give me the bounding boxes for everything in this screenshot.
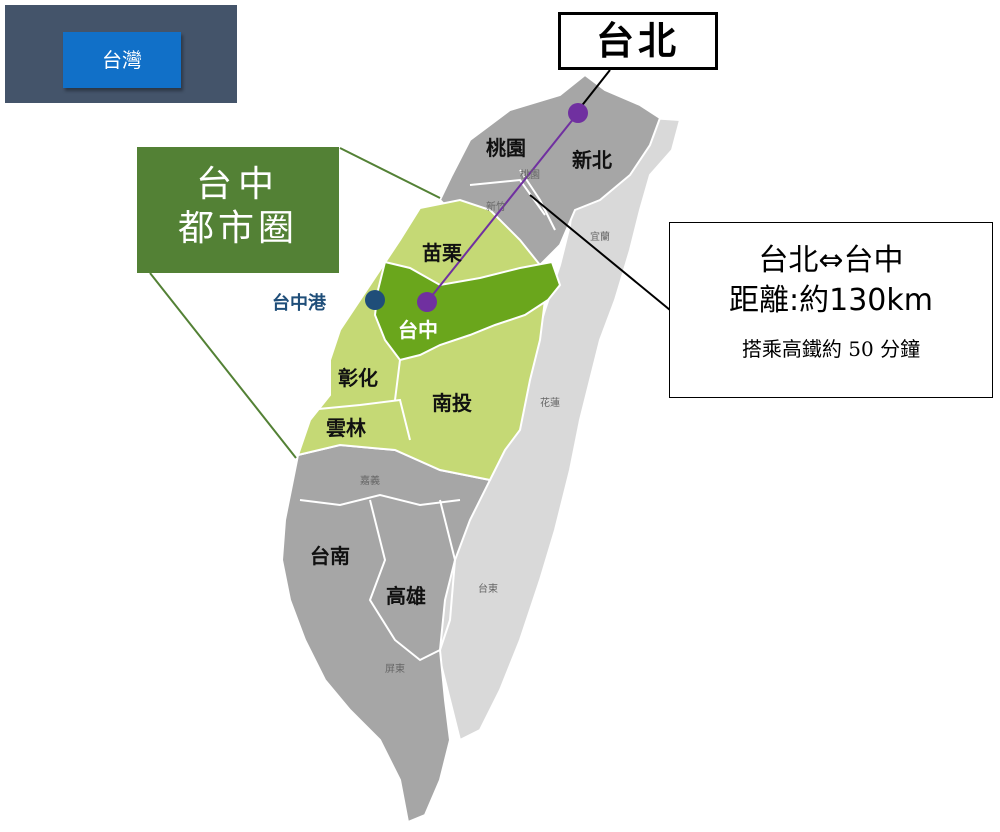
port-marker — [365, 290, 385, 310]
taichung-marker — [417, 292, 437, 312]
county-border — [299, 493, 461, 507]
taipei-marker — [568, 103, 588, 123]
small-label-yilan: 宜蘭 — [590, 232, 610, 243]
region-label-taoyuan: 桃園 — [486, 136, 526, 160]
county-border — [368, 499, 441, 662]
taichung-area-line1: 台中 — [195, 164, 280, 205]
taichung-region — [373, 260, 562, 362]
region-label-miaoli: 苗栗 — [422, 241, 462, 265]
distance-title: 台北⇔台中 — [758, 243, 904, 278]
region-label-tainan: 台南 — [310, 544, 350, 568]
county-border — [307, 398, 411, 441]
route-line — [426, 112, 579, 303]
taipei-callout: 台北 — [558, 12, 718, 70]
callout-leader — [339, 147, 441, 199]
callout-leader — [579, 69, 611, 109]
small-label-pingtung: 屏東 — [385, 664, 405, 675]
callout-leader — [529, 194, 671, 311]
port-label: 台中港 — [272, 293, 326, 314]
taiwan-button[interactable]: 台灣 — [63, 32, 181, 88]
small-label-chiayi: 嘉義 — [360, 476, 380, 487]
travel-time: 搭乘高鐵約 50 分鐘 — [741, 337, 921, 361]
small-label-hualien: 花蓮 — [540, 398, 560, 409]
taichung-area-callout: 台中 都市圈 — [137, 147, 339, 273]
distance-info-box: 台北⇔台中 距離:約130km 搭乘高鐵約 50 分鐘 — [669, 222, 993, 398]
region-label-nantou: 南投 — [432, 391, 472, 415]
region-label-changhua: 彰化 — [338, 366, 378, 390]
distance-value: 距離:約130km — [729, 283, 933, 318]
county-border — [469, 178, 546, 216]
region-label-new-taipei: 新北 — [572, 148, 612, 172]
county-border — [519, 169, 556, 231]
top-banner: 台灣 — [5, 5, 237, 103]
region-label-kaohsiung: 高雄 — [386, 584, 426, 608]
taichung-area-line2: 都市圈 — [177, 208, 298, 249]
region-label-yunlin: 雲林 — [326, 416, 366, 440]
county-border — [439, 499, 457, 651]
county-border — [394, 359, 401, 401]
small-label-hsinchu: 新竹 — [486, 202, 506, 213]
small-label-taitung: 台東 — [478, 584, 498, 595]
region-label-taichung: 台中 — [398, 318, 438, 342]
callout-leader — [149, 272, 297, 459]
small-label-taoyuan: 桃園 — [520, 170, 540, 181]
